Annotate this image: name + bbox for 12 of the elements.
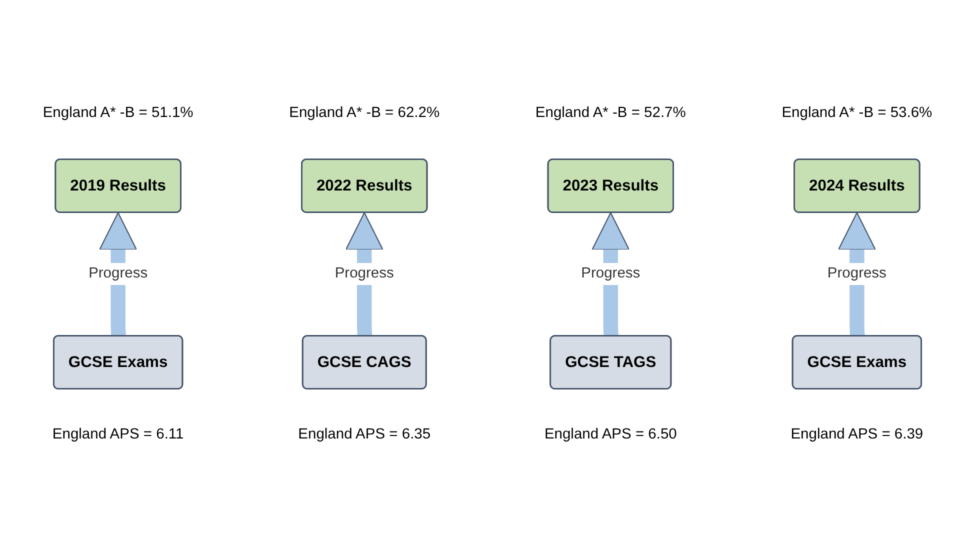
node-label: England APS = 6.11 [52, 426, 184, 442]
edge-label: Progress [334, 266, 394, 282]
edge-label: Progress [581, 266, 640, 282]
edge-label: Progress [827, 266, 886, 282]
edge-label: Progress [88, 266, 148, 282]
node-label: England APS = 6.50 [544, 426, 677, 442]
node-label: England A* -B = 52.7% [535, 104, 686, 121]
node-label: England APS = 6.35 [298, 426, 431, 442]
node-label: England APS = 6.39 [790, 426, 924, 442]
node-label: England A* -B = 51.1% [42, 104, 194, 121]
node-label: England A* -B = 53.6% [782, 104, 932, 121]
node-label: England A* -B = 62.2% [289, 104, 440, 121]
